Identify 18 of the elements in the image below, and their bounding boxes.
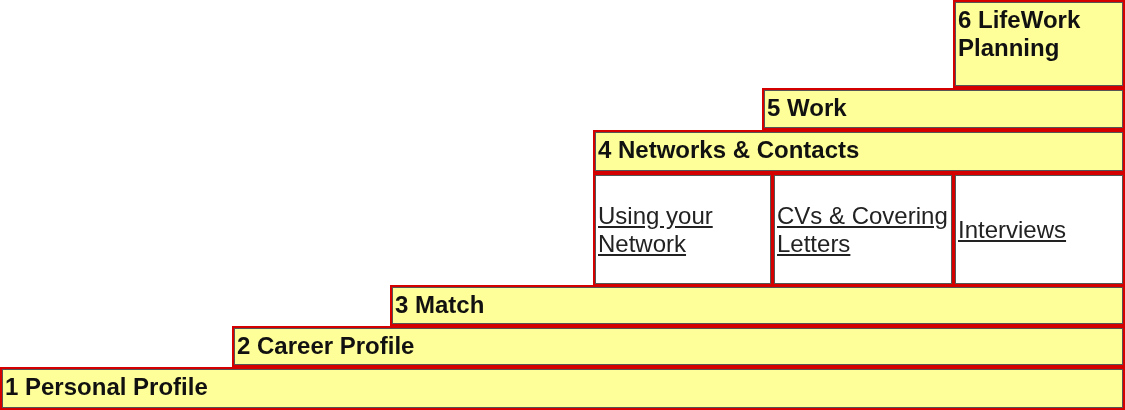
link: CVs & Covering Letters (777, 201, 949, 258)
step-label: 2 Career Profile (237, 332, 415, 359)
link: Interviews (958, 215, 1067, 244)
step-bar (762, 88, 1125, 130)
step-label: 3 Match (395, 291, 485, 318)
link-cell (953, 173, 1125, 286)
step-label: 4 Networks & Contacts (598, 136, 860, 163)
link: Using your Network (598, 201, 714, 258)
step-label: 6 LifeWork Planning (958, 6, 1081, 61)
step-label: 1 Personal Profile (5, 373, 208, 400)
link-cell (593, 173, 773, 286)
step-label: 5 Work (767, 94, 847, 121)
step-bar (390, 285, 1125, 326)
step-bar (593, 130, 1125, 173)
step-bar (0, 367, 1125, 410)
step-bar (953, 0, 1125, 88)
step-bar (232, 326, 1125, 367)
link-cell (772, 173, 954, 286)
